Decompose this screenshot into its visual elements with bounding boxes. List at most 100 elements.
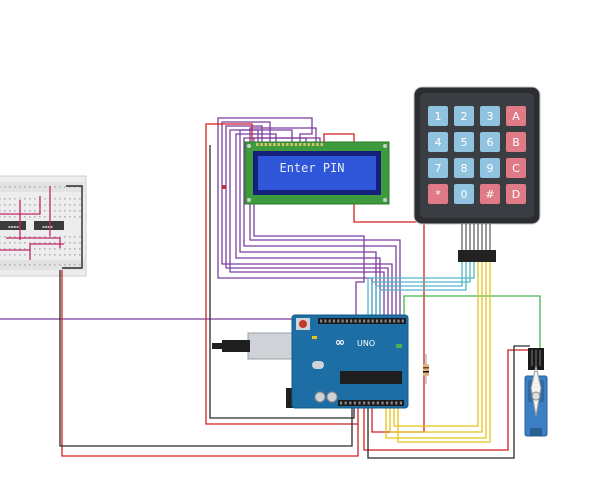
breadboard-hole xyxy=(34,186,36,188)
breadboard-hole xyxy=(0,248,1,250)
digital-pin xyxy=(388,319,391,323)
breadboard-hole xyxy=(14,204,16,206)
keypad-key-label: 9 xyxy=(487,162,494,175)
breadboard-hole xyxy=(29,242,31,244)
digital-pin xyxy=(371,319,374,323)
breadboard-hole xyxy=(79,198,81,200)
breadboard-hole xyxy=(4,254,6,256)
wire-cyan-4 xyxy=(367,262,475,318)
breadboard-hole xyxy=(74,242,76,244)
breadboard-hole xyxy=(74,248,76,250)
keypad-key[interactable]: 9 xyxy=(480,158,500,178)
keypad-key-label: 3 xyxy=(487,110,494,123)
wire-purple-5 xyxy=(239,129,377,318)
keypad-key[interactable]: B xyxy=(506,132,526,152)
lcd-pin xyxy=(268,143,272,146)
keypad-key[interactable]: C xyxy=(506,158,526,178)
lcd-pin xyxy=(277,143,280,146)
breadboard-hole xyxy=(4,216,6,218)
keypad-key[interactable]: 7 xyxy=(428,158,448,178)
breadboard-hole xyxy=(4,264,6,266)
lcd-pin xyxy=(281,143,285,146)
wire-cyan-3 xyxy=(371,262,471,318)
wire-yellow-1 xyxy=(393,262,479,427)
resistor xyxy=(423,364,429,376)
digital-pin xyxy=(350,319,353,323)
wire-purple-6 xyxy=(217,117,373,318)
breadboard-hole xyxy=(74,210,76,212)
reset-button[interactable] xyxy=(299,320,307,328)
breadboard-rail-bottom xyxy=(0,260,86,270)
digital-pin xyxy=(337,319,340,323)
breadboard-hole xyxy=(79,204,81,206)
keypad-key[interactable]: 8 xyxy=(454,158,474,178)
keypad-key-label: 2 xyxy=(461,110,468,123)
breadboard-hole xyxy=(39,254,41,256)
keypad-key[interactable]: # xyxy=(480,184,500,204)
breadboard-hole xyxy=(9,210,11,212)
servo-motor[interactable] xyxy=(524,348,548,437)
breadboard-hole xyxy=(64,216,66,218)
breadboard-hole xyxy=(19,264,21,266)
header-pins xyxy=(320,319,404,405)
breadboard-hole xyxy=(24,216,26,218)
keypad-key[interactable]: 5 xyxy=(454,132,474,152)
breadboard-hole xyxy=(29,204,31,206)
breadboard-hole xyxy=(64,248,66,250)
digital-pin xyxy=(393,319,396,323)
breadboard-hole xyxy=(24,204,26,206)
keypad-key[interactable]: * xyxy=(428,184,448,204)
analog-pin xyxy=(395,401,398,405)
l-led xyxy=(312,336,317,339)
keypad-connector xyxy=(458,250,496,262)
wire-black-lcd xyxy=(209,145,355,419)
breadboard-hole xyxy=(59,204,61,206)
breadboard-hole xyxy=(64,204,66,206)
keypad-key[interactable]: 1 xyxy=(428,106,448,126)
lcd-pin xyxy=(320,143,323,146)
breadboard-hole xyxy=(69,254,71,256)
usb-cable-plug xyxy=(222,340,250,352)
lcd-pin xyxy=(286,143,289,146)
digital-pin xyxy=(397,319,400,323)
breadboard-hole xyxy=(29,236,31,238)
breadboard-hole xyxy=(14,264,16,266)
breadboard-hole xyxy=(19,198,21,200)
lcd-pin xyxy=(311,143,315,146)
breadboard-hole xyxy=(54,264,56,266)
ic-chip-1-marking: ▪▪▪▪ xyxy=(8,224,19,229)
crystal xyxy=(312,361,324,369)
breadboard-hole xyxy=(9,216,11,218)
keypad-key[interactable]: D xyxy=(506,184,526,204)
breadboard-hole xyxy=(74,186,76,188)
breadboard-hole xyxy=(4,236,6,238)
breadboard[interactable]: ▪▪▪▪ ▪▪▪▪ xyxy=(0,175,87,277)
keypad-key-cap xyxy=(480,132,500,152)
wire-green-servo xyxy=(403,295,541,356)
digital-pin xyxy=(341,319,344,323)
analog-pin xyxy=(363,401,366,405)
breadboard-hole xyxy=(24,236,26,238)
breadboard-hole xyxy=(54,210,56,212)
breadboard-hole xyxy=(9,198,11,200)
breadboard-hole xyxy=(64,236,66,238)
keypad-key[interactable]: 4 xyxy=(428,132,448,152)
breadboard-hole xyxy=(64,198,66,200)
keypad-key[interactable]: 3 xyxy=(480,106,500,126)
keypad-key[interactable]: 0 xyxy=(454,184,474,204)
lcd-header-pins xyxy=(256,143,323,146)
keypad-key[interactable]: A xyxy=(506,106,526,126)
digital-pin xyxy=(324,319,327,323)
keypad-key[interactable]: 6 xyxy=(480,132,500,152)
keypad-key[interactable]: 2 xyxy=(454,106,474,126)
breadboard-hole xyxy=(34,204,36,206)
breadboard-hole xyxy=(14,198,16,200)
lcd-module[interactable]: Enter PIN xyxy=(244,141,390,205)
power-analog-header xyxy=(338,400,404,406)
breadboard-hole xyxy=(44,204,46,206)
arduino-uno[interactable]: ∞ UNO xyxy=(212,314,409,409)
wire-purple-4 xyxy=(235,133,381,318)
breadboard-hole xyxy=(79,216,81,218)
